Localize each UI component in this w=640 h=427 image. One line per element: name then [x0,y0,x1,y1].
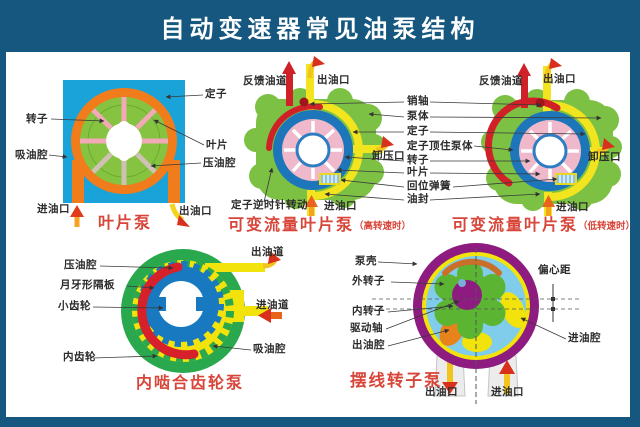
inlet-arrow-icon [542,195,555,216]
caption-var-high: 可变流量叶片泵（高转速时） [228,217,411,233]
label-shared-pin: 销轴 [407,95,429,107]
page-title: 自动变速器常见油泵结构 [160,14,480,43]
relief-arrow-icon [375,136,394,153]
label-varlow-inlet: 进油口 [556,201,589,213]
title-bar: 自动变速器常见油泵结构 [0,0,640,52]
caption-note: （低转速时） [578,221,636,232]
label-varlow-feedback: 反馈油道 [479,75,523,87]
outlet-arrow-icon [442,358,458,394]
eccentricity-mark [551,284,555,322]
label-shared-stator: 定子 [407,125,429,137]
inlet-arrow-icon [305,195,318,216]
inlet-arrow-icon [258,308,282,323]
label-shared-vane: 叶片 [407,166,429,178]
caption-gear-pump: 内啮合齿轮泵 [136,373,245,392]
label-gear-outlet: 出油道 [251,246,284,258]
inlet-arrow-icon [70,205,84,227]
label-gerotor-outer: 外转子 [352,275,385,287]
label-shared-rotor: 转子 [407,154,429,166]
label-varhigh-statorrot: 定子逆时针转动 [231,199,308,211]
outlet-arrow-icon [169,203,190,227]
label-gerotor-shaft: 驱动轴 [350,322,383,334]
label-gerotor-inlet: 进油口 [491,386,524,398]
label-vane-inlet: 进油口 [37,203,70,215]
label-gear-crescent: 月牙形隔板 [60,279,115,291]
label-varhigh-feedback: 反馈油道 [243,75,287,87]
label-shared-press: 定子顶住泵体 [407,140,473,152]
relief-arrow-icon [596,138,615,155]
outlet-arrow-icon [307,56,325,79]
label-vane-suction: 吸油腔 [15,149,48,161]
inlet-arrow-icon [499,360,515,394]
caption-text: 可变流量叶片泵 [228,215,355,234]
label-varhigh-outlet: 出油口 [317,74,350,86]
label-vane-stator: 定子 [205,88,227,100]
label-vane-outlet: 出油口 [179,205,212,217]
caption-note: （高转速时） [354,221,412,232]
vane-pump-drawing [48,80,205,227]
label-gear-pinion: 小齿轮 [58,300,91,312]
caption-var-low: 可变流量叶片泵（低转速时） [452,217,635,233]
label-varhigh-inlet: 进油口 [324,200,357,212]
label-gear-pressure: 压油腔 [64,259,97,271]
caption-vane-pump: 叶片泵 [98,213,153,232]
label-gerotor-outchamber: 出油腔 [352,339,385,351]
shared-leader-lines [309,101,602,201]
variable-vane-pump-low-drawing [481,58,622,216]
label-vane-pressure: 压油腔 [203,157,236,169]
label-varlow-outlet: 出油口 [543,73,576,85]
label-gear-suction: 吸油腔 [253,343,286,355]
label-gerotor-ecc: 偏心距 [538,264,571,276]
label-shared-body: 泵体 [407,110,429,122]
caption-gerotor-pump: 摆线转子泵 [350,371,443,390]
label-shared-seal: 油封 [407,193,429,205]
caption-text: 可变流量叶片泵 [452,215,579,234]
label-gear-ring: 内齿轮 [63,351,96,363]
label-vane-rotor: 转子 [26,113,48,125]
outlet-arrow-icon [544,58,562,81]
gerotor-pump-drawing [372,243,582,404]
outlet-arrow-icon [262,251,281,269]
label-vane-vane: 叶片 [206,139,228,151]
label-gerotor-inchamber: 进油腔 [568,332,601,344]
label-varlow-relief: 卸压口 [588,151,621,163]
label-varhigh-relief: 卸压口 [372,150,405,162]
label-gear-inlet: 进油道 [256,299,289,311]
return-spring [319,173,341,185]
label-gerotor-outlet: 出油口 [425,386,458,398]
internal-gear-pump-drawing [92,249,282,373]
return-spring [555,173,577,185]
label-gerotor-shell: 泵壳 [355,255,377,267]
label-gerotor-inner: 内转子 [352,305,385,317]
variable-vane-pump-high-drawing [244,56,394,216]
label-shared-spring: 回位弹簧 [407,180,451,192]
centerlines [372,248,582,404]
